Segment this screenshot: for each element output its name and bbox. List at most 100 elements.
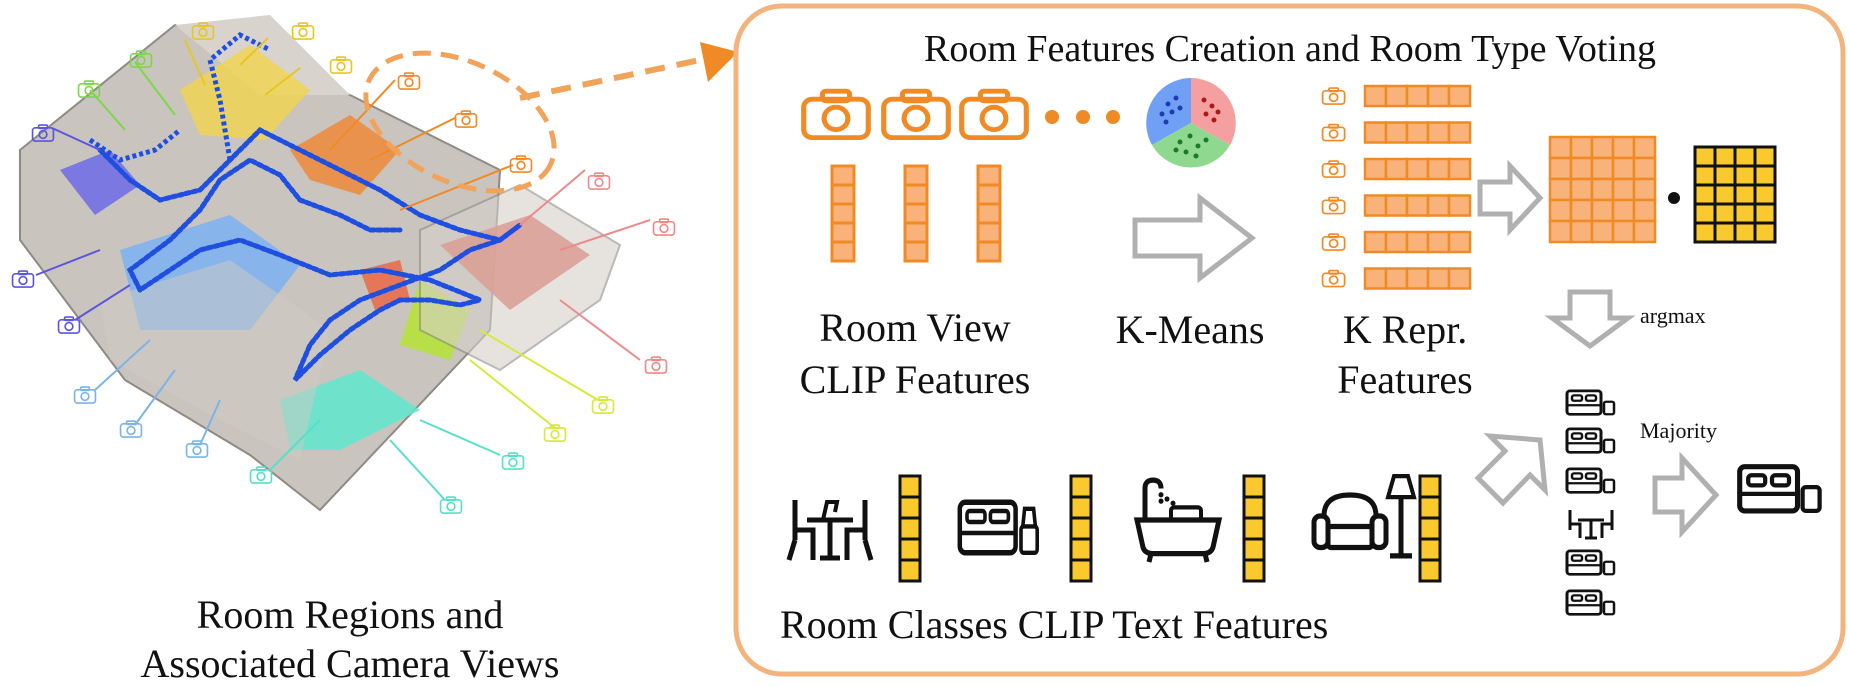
highlight-ellipse: [363, 50, 557, 194]
room-view-label-line1: Room View: [819, 305, 1011, 350]
armchair-lamp-icon: [1314, 476, 1414, 556]
k-repr-label-line2: Features: [1337, 357, 1473, 402]
room-region-purple: [60, 150, 140, 215]
vector-cell: [1693, 202, 1717, 225]
vector-cell: [1447, 230, 1472, 254]
right-panel: [733, 3, 1846, 677]
camera-icon: [543, 424, 567, 442]
camera-icon: [454, 110, 478, 128]
vector-cell: [1447, 157, 1472, 181]
camera-icon: [73, 386, 97, 404]
text-feature-matrix: [1693, 145, 1777, 244]
vector-cell: [1405, 230, 1430, 254]
vector-cell: [1426, 267, 1451, 290]
vector-cell: [1590, 219, 1615, 244]
vector-cell: [903, 164, 929, 187]
vector-cell: [830, 240, 856, 263]
vector-cell: [1569, 198, 1594, 223]
kmeans-cluster-pie: [1146, 78, 1236, 168]
vector-cell: [1405, 84, 1430, 108]
vector-cell: [976, 164, 1002, 187]
majority-label: Majority: [1640, 418, 1717, 443]
vector-cell: [1753, 164, 1777, 187]
vector-cell: [903, 202, 929, 225]
vector-cell: [1242, 537, 1266, 562]
dashed-connector-arrow: [519, 57, 701, 101]
camera-icon: [185, 440, 209, 458]
vector-cell: [1632, 198, 1657, 223]
camera-icon: [1321, 269, 1346, 288]
vector-cell: [1426, 157, 1451, 181]
camera-icon: [1321, 233, 1346, 251]
majority-arrow: [1652, 451, 1720, 539]
vector-cell: [1733, 202, 1757, 225]
vector-cell: [1418, 495, 1442, 520]
argmax-arrow: [1544, 289, 1636, 350]
vector-cell: [1384, 194, 1409, 217]
camera-icon: [249, 466, 273, 484]
camera-icon: [804, 91, 869, 137]
vector-cell: [1569, 219, 1594, 244]
camera-trajectory: [97, 126, 522, 382]
vector-cell: [1693, 183, 1717, 206]
vector-cell: [1242, 495, 1266, 520]
vector-cell: [1733, 221, 1757, 244]
vector-cell: [1569, 135, 1594, 160]
floor-plan-illustration: [19, 15, 622, 512]
camera-icon: [652, 218, 676, 236]
vector-cell: [1405, 157, 1430, 181]
vector-cell: [1713, 183, 1737, 206]
argmax-label: argmax: [1640, 303, 1706, 328]
bed-icon: [1565, 389, 1616, 416]
room-region-orange: [290, 115, 400, 195]
vector-cell: [1069, 537, 1093, 562]
vector-cell: [1405, 194, 1430, 217]
vector-cell: [1363, 267, 1388, 290]
vector-cell: [1713, 221, 1737, 244]
vector-cell: [830, 164, 856, 187]
vector-cell: [1363, 157, 1388, 181]
left-caption-line1: Room Regions and: [196, 592, 504, 637]
camera-icon: [11, 270, 35, 288]
vector-cell: [1426, 194, 1451, 217]
vector-cell: [1693, 145, 1717, 168]
left-caption-line2: Associated Camera Views: [140, 641, 560, 686]
vector-cell: [1548, 219, 1573, 244]
vector-cell: [1548, 135, 1573, 160]
room-view-label-line2: CLIP Features: [799, 357, 1031, 402]
camera-icon: [1321, 196, 1346, 215]
vector-cell: [898, 558, 922, 583]
vector-cell: [1611, 219, 1636, 244]
vector-cell: [1590, 156, 1615, 181]
room-view-clip-vectors: [830, 164, 1002, 263]
dot-product-symbol: [1668, 192, 1680, 204]
room-region-yellow: [180, 45, 310, 140]
panel-title: Room Features Creation and Room Type Vot…: [924, 28, 1656, 70]
vector-cell: [1611, 198, 1636, 223]
vector-cell: [1611, 177, 1636, 202]
vote-column: [1565, 389, 1616, 616]
k-repr-label-line1: K Repr.: [1342, 307, 1468, 352]
vector-cell: [1384, 267, 1409, 290]
vector-cell: [1632, 156, 1657, 181]
ellipsis-dots: [1045, 110, 1120, 124]
k-feature-matrix: [1548, 135, 1657, 244]
vector-cell: [1384, 157, 1409, 181]
room-type-bed-icon: [1740, 467, 1820, 511]
vector-cell: [898, 474, 922, 499]
vector-cell: [1405, 267, 1430, 290]
camera-icon: [587, 172, 611, 190]
vector-cell: [1548, 156, 1573, 181]
vector-cell: [898, 495, 922, 520]
vector-cell: [1447, 121, 1472, 144]
vector-cell: [1447, 267, 1472, 290]
vector-cell: [1384, 121, 1409, 144]
vector-cell: [1632, 219, 1657, 244]
vector-cell: [1753, 221, 1777, 244]
bed-icon: [1565, 467, 1616, 494]
vector-cell: [1611, 135, 1636, 160]
camera-icon: [501, 452, 525, 470]
vector-cell: [1733, 164, 1757, 187]
vector-cell: [1590, 198, 1615, 223]
